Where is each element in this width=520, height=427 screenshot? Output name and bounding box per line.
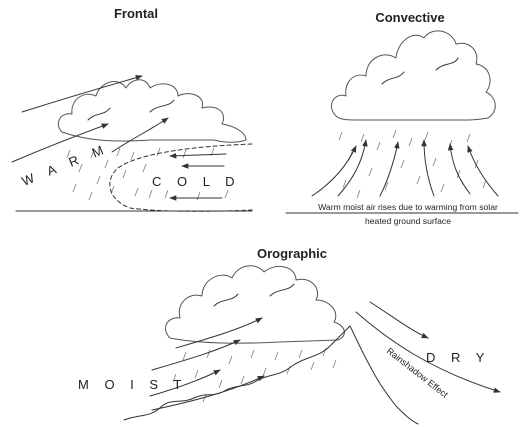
orographic-moist-label: M O I S T: [78, 377, 187, 392]
convective-rising-arrow: [450, 144, 470, 194]
convective-panel: Convective Warm moist air rises due to w…: [286, 10, 518, 226]
convective-caption-line2: heated ground surface: [365, 216, 451, 226]
frontal-panel: Frontal W A R M C O L D: [12, 6, 252, 211]
frontal-cold-label: C O L D: [152, 174, 240, 189]
orographic-dry-arrow: [370, 302, 428, 338]
orographic-moist-arrow: [152, 340, 240, 370]
frontal-warm-label: W A R M: [20, 140, 111, 189]
convective-rising-arrow: [312, 146, 356, 196]
orographic-dry-label: D R Y: [426, 350, 490, 365]
orographic-title: Orographic: [257, 246, 327, 261]
orographic-cloud: [165, 266, 344, 343]
convective-rising-arrow: [424, 140, 434, 196]
orographic-panel: Orographic M O I S T D R Y Rainshadow Ef…: [78, 246, 500, 424]
frontal-cloud: [58, 80, 246, 143]
frontal-cold-arrow: [170, 154, 226, 156]
convective-caption-line1: Warm moist air rises due to warming from…: [318, 202, 498, 212]
convective-rain: [339, 130, 486, 198]
convective-rising-arrow: [380, 142, 398, 196]
convective-title: Convective: [375, 10, 444, 25]
convective-rising-arrow: [468, 146, 498, 196]
frontal-title: Frontal: [114, 6, 158, 21]
convective-cloud: [331, 31, 495, 120]
